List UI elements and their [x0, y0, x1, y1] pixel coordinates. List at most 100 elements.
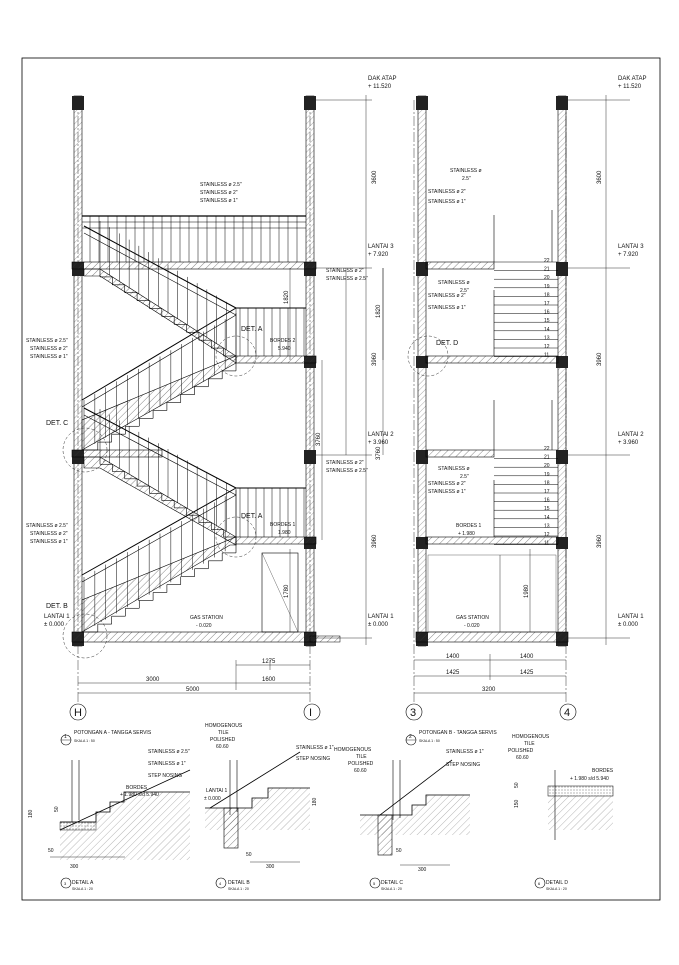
svg-text:- 0.020: - 0.020 — [196, 623, 212, 629]
det-a-marker-lower — [215, 516, 257, 558]
svg-text:1600: 1600 — [262, 677, 276, 683]
svg-text:STAINLESS ø 2.5": STAINLESS ø 2.5" — [148, 749, 190, 755]
svg-text:GAS STATION: GAS STATION — [456, 615, 489, 621]
axis-3-bubble — [405, 703, 423, 721]
svg-text:1425: 1425 — [520, 670, 534, 676]
step-number: 19 — [544, 472, 550, 478]
section-a-levels: DAK ATAP + 11.520 LANTAI 3 + 7.920 LANTA… — [44, 76, 396, 628]
dim: 1780 — [284, 584, 290, 598]
det-a-marker-upper — [215, 335, 257, 377]
step-number: 12 — [544, 344, 550, 350]
step-number: 17 — [544, 489, 550, 495]
svg-text:TILE: TILE — [524, 741, 535, 747]
svg-text:STAINLESS ø 1": STAINLESS ø 1" — [148, 761, 186, 767]
svg-text:POLISHED: POLISHED — [508, 748, 534, 754]
svg-text:DET. B: DET. B — [46, 603, 68, 610]
detail-b — [205, 751, 310, 889]
svg-text:+ 11.520: + 11.520 — [618, 84, 642, 90]
svg-text:DET. C: DET. C — [46, 420, 68, 427]
step-number: 12 — [544, 532, 550, 538]
svg-text:STAINLESS ø 1": STAINLESS ø 1" — [446, 749, 484, 755]
svg-text:STAINLESS ø 2": STAINLESS ø 2" — [326, 460, 364, 466]
svg-text:STAINLESS ø 2.5": STAINLESS ø 2.5" — [326, 276, 368, 282]
svg-text:TILE: TILE — [218, 730, 229, 736]
flight-1 — [81, 536, 237, 633]
svg-text:BORDES 2: BORDES 2 — [270, 338, 296, 344]
svg-text:STAINLESS ø 2": STAINLESS ø 2" — [428, 481, 466, 487]
svg-text:3: 3 — [64, 881, 67, 886]
step-number: 20 — [544, 463, 550, 469]
svg-text:DET. A: DET. A — [241, 326, 263, 333]
svg-text:SKALA 1 : 20: SKALA 1 : 20 — [72, 887, 93, 891]
dim: 3760 — [316, 432, 322, 446]
section-b — [382, 95, 630, 721]
step-number: 21 — [544, 455, 550, 461]
level-label: DAK ATAP — [368, 76, 396, 82]
sheet-border — [21, 57, 661, 901]
level-label: LANTAI 3 — [368, 244, 394, 250]
svg-text:300: 300 — [266, 864, 275, 870]
step-number: 21 — [544, 267, 550, 273]
level-label: LANTAI 1 — [368, 614, 394, 620]
det-c-marker — [62, 427, 108, 473]
svg-text:POLISHED: POLISHED — [210, 737, 236, 743]
slab-lantai-2 — [71, 449, 163, 458]
svg-text:1425: 1425 — [446, 670, 460, 676]
svg-text:3960: 3960 — [597, 534, 603, 548]
svg-text:+ 1.980: + 1.980 — [458, 531, 475, 537]
svg-text:STAINLESS ø 2": STAINLESS ø 2" — [326, 268, 364, 274]
svg-text:1980: 1980 — [524, 584, 530, 598]
svg-text:+ 1.980 s/d 5.940: + 1.980 s/d 5.940 — [120, 792, 159, 798]
step-number: 16 — [544, 498, 550, 504]
step-number: 18 — [544, 292, 550, 298]
det-b-marker — [62, 613, 108, 659]
column-i — [305, 95, 315, 647]
svg-text:LANTAI 1: LANTAI 1 — [206, 788, 228, 794]
step-number: 17 — [544, 301, 550, 307]
step-number: 15 — [544, 506, 550, 512]
svg-text:STAINLESS ø 2.5": STAINLESS ø 2.5" — [26, 338, 68, 344]
det-d-marker — [407, 335, 449, 377]
svg-text:180: 180 — [28, 809, 34, 818]
step-number: 22 — [544, 446, 550, 452]
svg-text:STEP NOSING: STEP NOSING — [148, 773, 182, 779]
svg-text:150: 150 — [514, 799, 520, 808]
axis-label: I — [309, 707, 312, 719]
svg-text:6: 6 — [538, 881, 541, 886]
svg-text:STAINLESS ø 2": STAINLESS ø 2" — [428, 293, 466, 299]
dim: 3960 — [372, 352, 378, 366]
step-number: 11 — [544, 353, 549, 359]
svg-text:BORDES: BORDES — [592, 768, 614, 774]
svg-text:SKALA 1 : 20: SKALA 1 : 20 — [546, 887, 567, 891]
svg-text:DET. A: DET. A — [241, 513, 263, 520]
svg-text:STAINLESS ø 2.5": STAINLESS ø 2.5" — [326, 468, 368, 474]
landing-bordes-2 — [235, 355, 317, 364]
step-number: 14 — [544, 327, 550, 333]
svg-text:STAINLESS ø 1": STAINLESS ø 1" — [428, 489, 466, 495]
section-a-notes: STAINLESS ø 2.5" STAINLESS ø 2" STAINLES… — [26, 182, 368, 719]
step-number: 19 — [544, 284, 550, 290]
step-number: 14 — [544, 515, 550, 521]
slab-lantai-3 — [71, 261, 317, 270]
dim: 1820 — [284, 290, 290, 304]
section-a — [62, 95, 372, 721]
svg-text:1400: 1400 — [520, 654, 534, 660]
level-elev: + 7.920 — [368, 252, 389, 258]
svg-text:60.60: 60.60 — [354, 768, 367, 774]
svg-text:DETAIL C: DETAIL C — [381, 880, 403, 886]
level-elev-left: ± 0.000 — [44, 622, 65, 628]
svg-text:STAINLESS ø 1": STAINLESS ø 1" — [200, 198, 238, 204]
step-number: 13 — [544, 335, 550, 341]
svg-text:1.980: 1.980 — [278, 530, 291, 536]
svg-text:DETAIL A: DETAIL A — [72, 880, 94, 886]
dim: 3600 — [372, 170, 378, 184]
svg-text:LANTAI 2: LANTAI 2 — [618, 432, 644, 438]
svg-text:50: 50 — [514, 782, 520, 788]
svg-text:POLISHED: POLISHED — [348, 761, 374, 767]
svg-text:+ 3.960: + 3.960 — [618, 440, 639, 446]
svg-text:2: 2 — [409, 734, 412, 740]
svg-text:60.60: 60.60 — [516, 755, 529, 761]
step-number: 20 — [544, 275, 550, 281]
svg-text:5000: 5000 — [186, 687, 200, 693]
